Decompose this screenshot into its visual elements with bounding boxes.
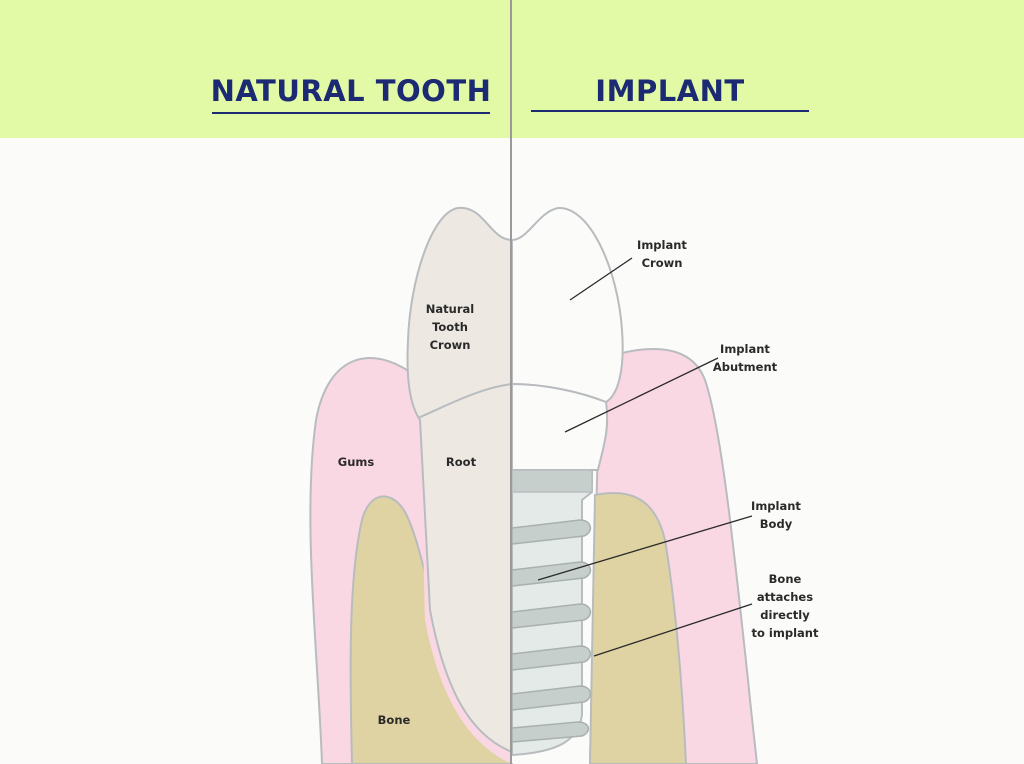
implant-abutment-label-line2: Abutment bbox=[712, 360, 778, 374]
natural-crown-label-line1: Natural bbox=[425, 302, 475, 316]
natural-tooth-underline bbox=[212, 112, 490, 114]
bone-right bbox=[588, 491, 688, 764]
leader-bone-attaches bbox=[593, 603, 753, 657]
implant-heading: IMPLANT bbox=[595, 74, 745, 108]
implant-body-label-line2: Body bbox=[759, 517, 793, 531]
implant-threads bbox=[511, 519, 592, 743]
leader-implant-abutment bbox=[564, 357, 719, 433]
implant-body-label-line1: Implant bbox=[751, 499, 801, 513]
natural-tooth-heading: NATURAL TOOTH bbox=[210, 74, 492, 108]
header-banner bbox=[0, 0, 1024, 138]
periodontal-strip bbox=[420, 420, 512, 764]
bone-label: Bone bbox=[377, 713, 411, 727]
natural-crown-label: Natural Tooth Crown bbox=[410, 300, 490, 354]
crown-root-line-left bbox=[417, 383, 513, 419]
bone-attaches-label: Bone attaches directly to implant bbox=[740, 570, 830, 642]
implant-body-top bbox=[511, 469, 593, 493]
implant-crown-shape bbox=[511, 206, 624, 404]
natural-crown-label-line2: Tooth bbox=[432, 320, 468, 334]
implant-body-label: Implant Body bbox=[736, 497, 816, 533]
implant-crown-label-line2: Crown bbox=[641, 256, 683, 270]
center-divider bbox=[510, 0, 512, 764]
root-label: Root bbox=[445, 455, 477, 469]
gums-label: Gums bbox=[337, 455, 375, 469]
implant-abutment-shape bbox=[511, 382, 609, 471]
bone-attaches-label-line4: to implant bbox=[751, 626, 819, 640]
leader-implant-body bbox=[537, 515, 753, 581]
implant-underline bbox=[531, 110, 809, 112]
bone-attaches-label-line2: attaches bbox=[756, 590, 814, 604]
bone-attaches-label-line3: directly bbox=[760, 608, 810, 622]
bone-attaches-label-line1: Bone bbox=[768, 572, 802, 586]
natural-tooth bbox=[406, 206, 513, 754]
implant-abutment-label-line1: Implant bbox=[720, 342, 770, 356]
implant-abutment-label: Implant Abutment bbox=[700, 340, 790, 376]
implant-crown-label: Implant Crown bbox=[622, 236, 702, 272]
leader-implant-crown bbox=[569, 257, 633, 301]
natural-crown-label-line3: Crown bbox=[429, 338, 471, 352]
implant-crown-label-line1: Implant bbox=[637, 238, 687, 252]
